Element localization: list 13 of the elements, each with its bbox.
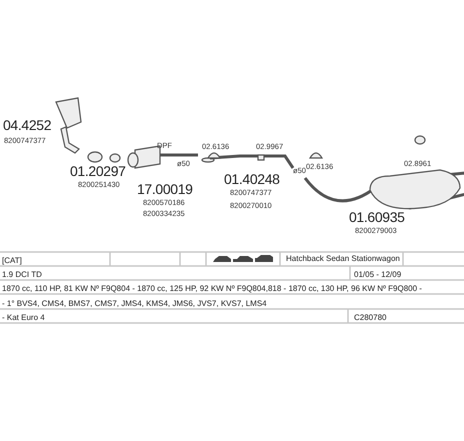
part-number: 17.00019 xyxy=(137,182,193,196)
table-text: - Kat Euro 4 xyxy=(2,312,45,323)
table-text: C280780 xyxy=(354,312,386,323)
table-text: 1870 cc, 110 HP, 81 KW Nº F9Q804 - 1870 cc, 125 HP, 92 KW Nº F9Q804,818 - 1870 cc, 130 HP, 96 KW Nº F9Q800 - xyxy=(2,283,422,294)
table-text: Hatchback Sedan Stationwagon xyxy=(286,253,400,264)
table-text: 1.9 DCI TD xyxy=(2,269,42,280)
part-number: 01.60935 xyxy=(349,210,405,224)
part-number: 01.20297 xyxy=(70,164,126,178)
table-text: 01/05 - 12/09 xyxy=(354,269,402,280)
table-text: - 1° BVS4, CMS4, BMS7, CMS7, JMS4, KMS4, JMS6, JVS7, KVS7, LMS4 xyxy=(2,298,267,309)
table-text: [CAT] xyxy=(2,255,22,266)
part-number: 01.40248 xyxy=(224,172,280,186)
part-number: 04.4252 xyxy=(3,118,52,132)
